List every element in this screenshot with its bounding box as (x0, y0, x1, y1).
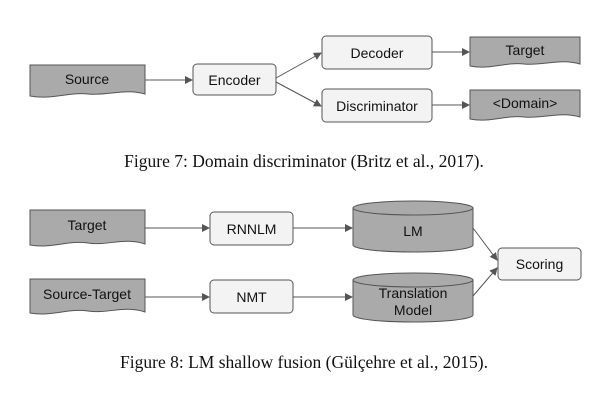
rnnlm-box: RNNLM (209, 211, 294, 246)
arrow-encoder-to-decoder (275, 52, 322, 79)
target-data-shape: Target (469, 36, 581, 68)
discriminator-label: Discriminator (336, 98, 418, 114)
domain-label: <Domain> (493, 95, 558, 111)
lm-cylinder: LM (352, 200, 474, 253)
nmt-box: NMT (209, 279, 294, 314)
encoder-label: Encoder (208, 72, 260, 88)
nmt-label: NMT (236, 289, 267, 305)
decoder-box: Decoder (321, 35, 433, 70)
source-target-data-shape: Source-Target (29, 278, 146, 315)
arrow-lm-to-scoring (472, 227, 498, 261)
arrow-translation-model-to-scoring (472, 267, 498, 297)
translation-model-label-line2: Model (394, 302, 432, 318)
figure-7: Source Encoder Decoder Discriminator Tar… (29, 35, 581, 123)
arrow-encoder-to-discriminator (275, 81, 322, 107)
figure-8: Target Source-Target RNNLM NMT LM Transl… (29, 200, 582, 323)
target-label: Target (506, 42, 545, 58)
rnnlm-label: RNNLM (227, 221, 277, 237)
figure-8-caption: Figure 8: LM shallow fusion (Gülçehre et… (120, 352, 488, 372)
encoder-box: Encoder (192, 63, 277, 96)
translation-model-label-line1: Translation (379, 285, 448, 301)
figure-7-caption: Figure 7: Domain discriminator (Britz et… (124, 151, 484, 171)
scoring-label: Scoring (516, 256, 563, 272)
domain-data-shape: <Domain> (469, 89, 581, 121)
decoder-label: Decoder (351, 45, 404, 61)
scoring-box: Scoring (497, 247, 582, 281)
source-target-label: Source-Target (43, 286, 131, 302)
source-data-shape: Source (29, 64, 146, 98)
lm-target-label: Target (68, 217, 107, 233)
source-label: Source (65, 71, 110, 87)
lm-target-data-shape: Target (29, 209, 146, 247)
translation-model-cylinder: Translation Model (352, 272, 474, 323)
discriminator-box: Discriminator (321, 88, 433, 123)
lm-label: LM (403, 223, 422, 239)
